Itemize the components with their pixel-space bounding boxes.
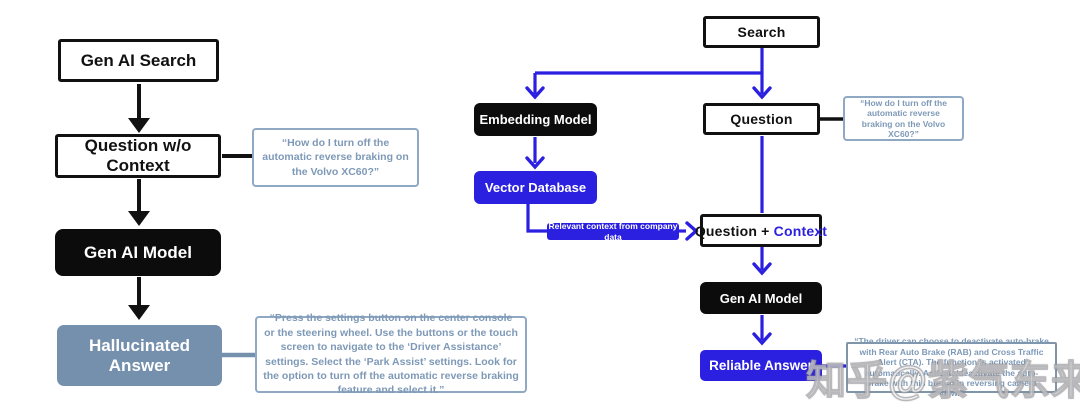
gen-ai-model-right-label: Gen AI Model [719, 290, 803, 306]
zhihu-watermark: 知乎@紫气东来 [805, 358, 1080, 403]
embedding-model-box: Embedding Model [474, 103, 597, 136]
right-flow-arrowheads [525, 86, 772, 346]
left-question-callout: “How do I turn off the automatic reverse… [252, 128, 419, 187]
left-flow-arrowheads [128, 118, 150, 320]
vector-database-label: Vector Database [484, 180, 587, 195]
right-question-callout: “How do I turn off the automatic reverse… [843, 96, 964, 141]
reliable-answer-label: Reliable Answer [709, 358, 813, 373]
hallucinated-answer-label: Hallucinated Answer [88, 335, 191, 375]
gen-ai-model-right-box: Gen AI Model [700, 282, 822, 314]
search-label: Search [737, 24, 786, 40]
hallucinated-answer-callout-text: “Press the settings button on the center… [263, 312, 519, 397]
question-wo-context-label: Question w/o Context [84, 136, 192, 175]
left-flow-arrows [137, 84, 252, 306]
embedding-model-label: Embedding Model [479, 112, 592, 127]
reliable-answer-callout-text: “The driver can choose to deactivate aut… [854, 336, 1049, 399]
search-box: Search [703, 16, 820, 48]
gen-ai-search-box: Gen AI Search [58, 39, 219, 82]
right-question-callout-text: “How do I turn off the automatic reverse… [860, 97, 947, 139]
left-question-callout-text: “How do I turn off the automatic reverse… [262, 136, 409, 178]
relevant-context-label: Relevant context from company data [548, 221, 678, 242]
question-box: Question [703, 103, 820, 135]
question-callout-connector [820, 117, 846, 121]
reliable-answer-callout: “The driver can choose to deactivate aut… [846, 336, 1057, 398]
relevant-context-pill: Relevant context from company data [547, 221, 679, 242]
hallucinated-answer-callout: “Press the settings button on the center… [255, 312, 527, 396]
vector-database-box: Vector Database [474, 171, 597, 204]
gen-ai-search-label: Gen AI Search [80, 50, 197, 70]
right-flow-lines [526, 48, 846, 368]
reliable-answer-box: Reliable Answer [700, 350, 822, 381]
question-label: Question [730, 111, 793, 127]
question-plus-context-box: Question + Context [695, 214, 827, 247]
question-plus-label: Question + [694, 222, 774, 239]
hallucinated-answer-box: Hallucinated Answer [57, 325, 222, 386]
gen-ai-model-left-label: Gen AI Model [84, 242, 192, 262]
gen-ai-model-left-box: Gen AI Model [55, 229, 221, 276]
question-wo-context-box: Question w/o Context [55, 134, 221, 178]
context-label: Context [773, 222, 828, 239]
